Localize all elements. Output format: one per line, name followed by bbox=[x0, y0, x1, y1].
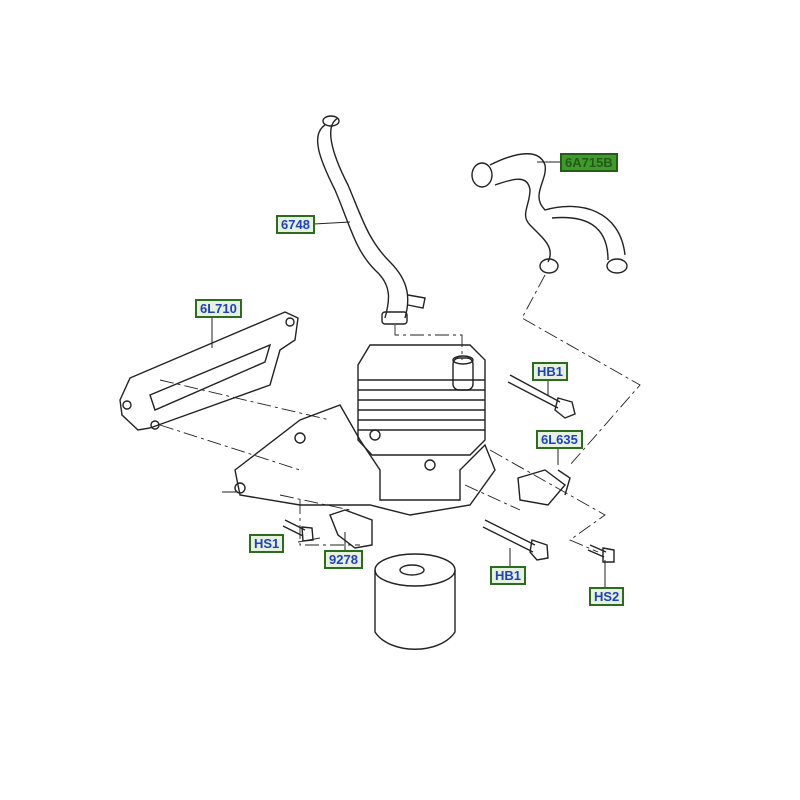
callout-HB1-bottom[interactable]: HB1 bbox=[490, 566, 527, 585]
oil-cooler bbox=[234, 344, 496, 516]
sensor-6L635 bbox=[517, 469, 571, 506]
callout-9278[interactable]: 9278 bbox=[324, 550, 363, 569]
bolt-HB1-top bbox=[507, 374, 576, 419]
callout-HB1-top[interactable]: HB1 bbox=[532, 362, 569, 381]
callout-HS1[interactable]: HS1 bbox=[249, 534, 285, 553]
dash-lines bbox=[159, 274, 641, 553]
sensor-9278 bbox=[329, 509, 373, 549]
callout-6L635[interactable]: 6L635 bbox=[536, 430, 583, 449]
screw-HS1 bbox=[282, 519, 314, 542]
screw-HS2 bbox=[587, 544, 615, 563]
callout-HS2[interactable]: HS2 bbox=[589, 587, 625, 606]
callout-6L710[interactable]: 6L710 bbox=[195, 299, 242, 318]
hose-6748 bbox=[316, 115, 426, 325]
hose-6A715B bbox=[471, 153, 628, 274]
callout-6A715B[interactable]: 6A715B bbox=[560, 153, 618, 172]
bolt-HB1-bottom bbox=[482, 519, 549, 561]
callout-6748[interactable]: 6748 bbox=[276, 215, 315, 234]
oil-filter bbox=[374, 553, 456, 650]
gasket-6L710 bbox=[119, 311, 299, 431]
